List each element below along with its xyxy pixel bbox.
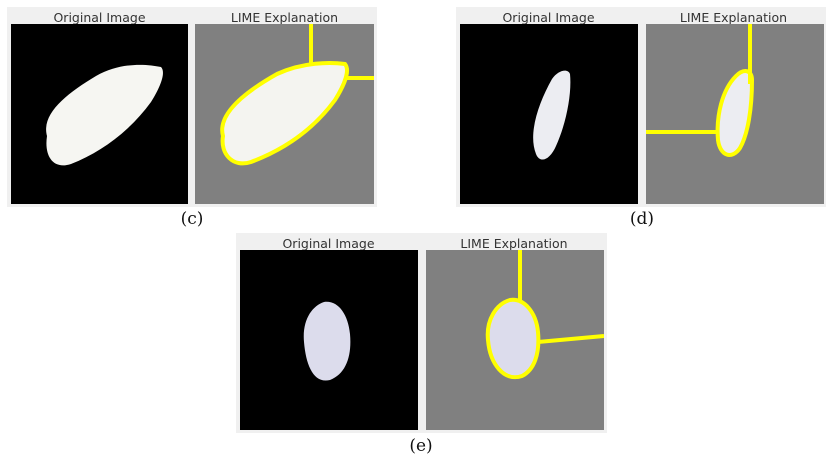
figure-c-lime-title: LIME Explanation — [230, 10, 339, 25]
figure-c-caption: (c) — [180, 209, 204, 229]
rice-grain — [533, 70, 571, 160]
figure-e-caption: (e) — [409, 436, 433, 456]
figure-d-lime-image — [646, 24, 824, 204]
figure-d-caption: (d) — [629, 209, 655, 229]
figure-d-original-image — [460, 24, 638, 204]
rice-grain-highlight — [487, 299, 539, 378]
figure-c-original-image — [11, 24, 188, 204]
lime-boundary-segment-right — [537, 334, 604, 344]
figure-e-original-title: Original Image — [282, 236, 375, 251]
figure-e-lime-title: LIME Explanation — [460, 236, 568, 251]
figure-c-lime-image — [195, 24, 374, 204]
rice-grain — [303, 301, 351, 381]
figure-e-lime-image — [426, 250, 604, 430]
figure-c-original-title: Original Image — [53, 10, 146, 25]
figure-d-original-title: Original Image — [502, 10, 595, 25]
lime-boundary — [485, 297, 541, 380]
figure-d-lime-title: LIME Explanation — [679, 10, 788, 25]
rice-grain — [46, 64, 163, 166]
rice-grain-highlight — [222, 63, 347, 164]
figure-e-original-image — [240, 250, 418, 430]
